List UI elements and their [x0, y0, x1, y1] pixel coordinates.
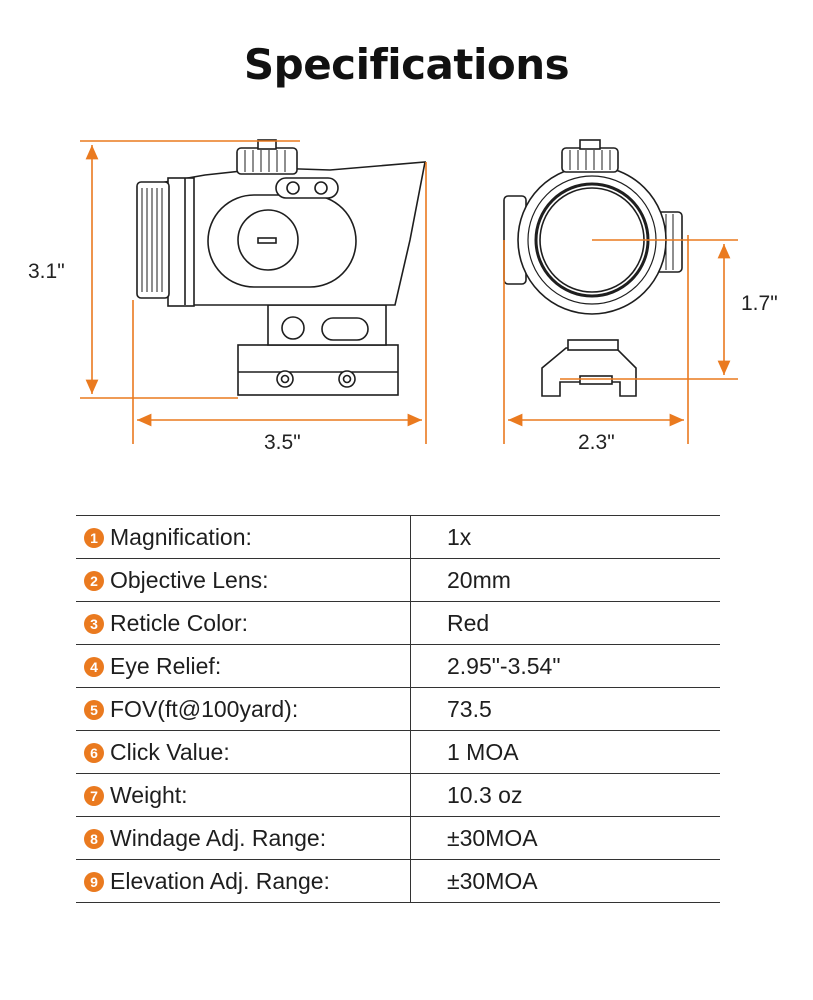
row-number-badge: 4	[84, 656, 104, 677]
specifications-table: 1 Magnification: 1x 2 Objective Lens: 20mm…	[76, 515, 720, 903]
spec-label: FOV(ft@100yard):	[110, 695, 299, 722]
length-dimension-label: 3.5"	[264, 431, 301, 454]
spec-value: ±30MOA	[410, 859, 720, 903]
row-number-badge: 5	[84, 699, 104, 720]
table-row: 5 FOV(ft@100yard): 73.5	[76, 687, 720, 731]
spec-value: Red	[410, 601, 720, 645]
spec-label: Eye Relief:	[110, 652, 222, 679]
height-dimension-line	[80, 140, 300, 399]
spec-value: 20mm	[410, 558, 720, 602]
table-row: 2 Objective Lens: 20mm	[76, 558, 720, 602]
spec-label: Weight:	[110, 781, 188, 808]
row-number-badge: 2	[84, 570, 104, 591]
axis-height-dimension-line	[560, 239, 738, 380]
page-title: Specifications	[243, 40, 570, 89]
spec-value: ±30MOA	[410, 816, 720, 860]
table-row: 8 Windage Adj. Range: ±30MOA	[76, 816, 720, 860]
row-number-badge: 3	[84, 613, 104, 634]
spec-label: Reticle Color:	[110, 609, 249, 636]
width-dimension-label: 2.3"	[578, 431, 615, 454]
table-row: 3 Reticle Color: Red	[76, 601, 720, 645]
row-number-badge: 7	[84, 785, 104, 806]
side-view-drawing	[136, 139, 426, 396]
axis-height-dimension-label: 1.7"	[741, 292, 778, 315]
row-number-badge: 6	[84, 742, 104, 763]
table-row: 6 Click Value: 1 MOA	[76, 730, 720, 774]
spec-label: Windage Adj. Range:	[110, 824, 327, 851]
width-dimension-line	[503, 235, 689, 444]
spec-value: 1x	[410, 515, 720, 559]
spec-label: Objective Lens:	[110, 566, 269, 593]
length-dimension-line	[132, 162, 427, 444]
row-number-badge: 9	[84, 871, 104, 892]
spec-label: Click Value:	[110, 738, 230, 765]
front-view-drawing	[503, 139, 683, 397]
scope-dimension-diagram: 3.1" 3.5"	[28, 139, 778, 454]
spec-value: 73.5	[410, 687, 720, 731]
spec-value: 10.3 oz	[410, 773, 720, 817]
height-dimension-label: 3.1"	[28, 260, 65, 283]
table-row: 1 Magnification: 1x	[76, 515, 720, 559]
table-row: 7 Weight: 10.3 oz	[76, 773, 720, 817]
row-number-badge: 8	[84, 828, 104, 849]
table-row: 9 Elevation Adj. Range: ±30MOA	[76, 859, 720, 903]
spec-label: Magnification:	[110, 523, 252, 550]
spec-value: 2.95"-3.54"	[410, 644, 720, 688]
row-number-badge: 1	[84, 527, 104, 548]
table-row: 4 Eye Relief: 2.95"-3.54"	[76, 644, 720, 688]
spec-value: 1 MOA	[410, 730, 720, 774]
spec-label: Elevation Adj. Range:	[110, 867, 330, 894]
